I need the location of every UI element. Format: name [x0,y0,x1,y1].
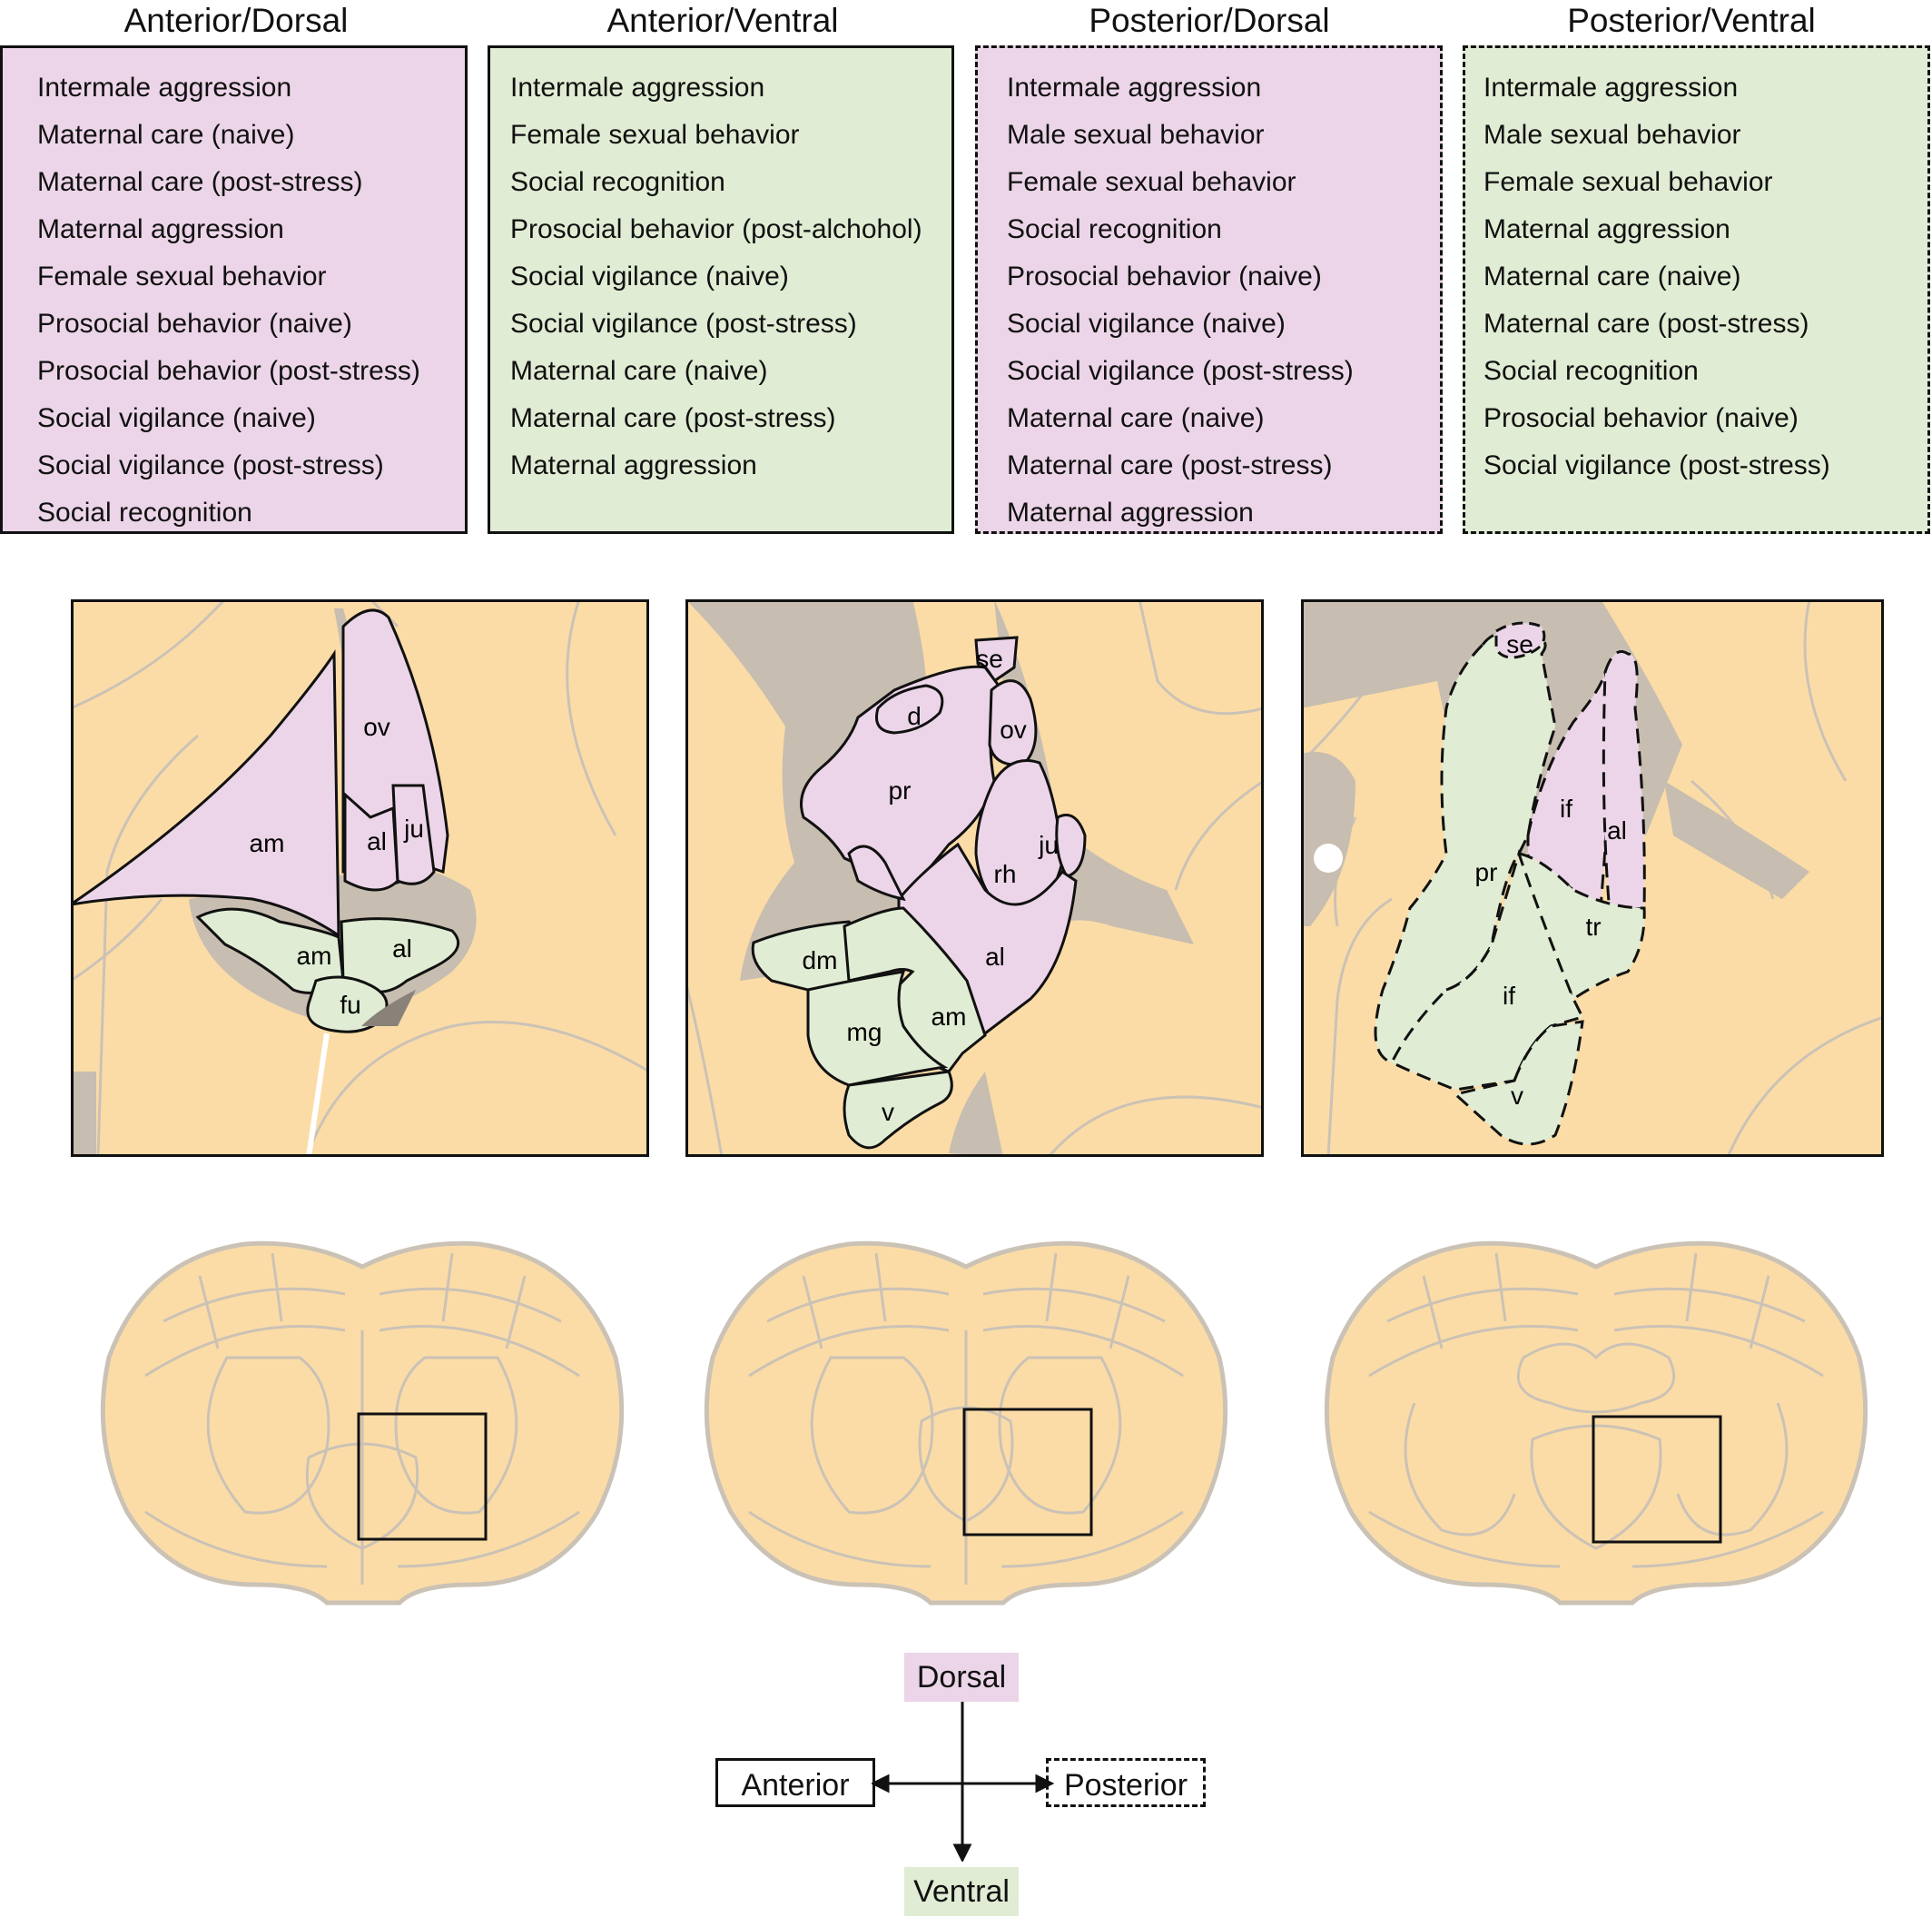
region-se [1494,621,1546,659]
list-item: Prosocial behavior (naive) [37,309,352,339]
region-label: al [1607,816,1627,845]
region-label: ju [403,815,424,843]
list-item: Social vigilance (post-stress) [1484,450,1830,480]
title-anterior-dorsal: Anterior/Dorsal [123,2,349,39]
region-v [1452,1020,1584,1146]
list-item: Social vigilance (post-stress) [510,309,857,339]
region-label: ov [363,713,390,741]
region-label: se [976,645,1003,673]
orientation-arrows [872,1680,1055,1862]
region-ju [1055,814,1087,878]
list-item: Maternal aggression [1484,214,1730,244]
region-label: v [1511,1082,1523,1110]
list-item: Social vigilance (naive) [510,262,789,292]
list-item: Maternal care (post-stress) [1484,309,1809,339]
list-posterior-dorsal: Intermale aggression Male sexual behavio… [975,45,1443,534]
list-item: Social recognition [1484,356,1699,386]
list-item: Maternal care (post-stress) [1007,450,1333,480]
title-posterior-ventral: Posterior/Ventral [1567,2,1816,39]
list-item: Female sexual behavior [510,120,800,150]
region-label: dm [803,946,838,974]
list-item: Female sexual behavior [1484,167,1773,197]
region-label: rh [994,860,1017,888]
region-ov [988,679,1038,766]
list-item: Prosocial behavior (post-alchohol) [510,214,922,244]
list-item: Female sexual behavior [37,262,327,292]
inset-box [357,1412,488,1541]
region-label: al [367,827,387,855]
list-item: Social recognition [510,167,725,197]
title-anterior-ventral: Anterior/Ventral [606,2,839,39]
brain-section-middle [704,1240,1228,1606]
list-item: Prosocial behavior (naive) [1484,403,1799,433]
list-item: Maternal care (naive) [1484,262,1741,292]
list-anterior-dorsal: Intermale aggression Maternal care (naiv… [0,45,468,534]
inset-box [962,1408,1093,1537]
region-label: v [882,1098,894,1126]
brain-section-anterior [100,1240,625,1606]
list-item: Maternal care (naive) [37,120,295,150]
list-item: Maternal aggression [510,450,757,480]
region-mg [806,970,949,1087]
list-item: Intermale aggression [1484,73,1739,103]
list-item: Social vigilance (post-stress) [37,450,384,480]
region-al [1602,650,1646,914]
region-label: pr [1475,858,1498,886]
list-item: Social vigilance (naive) [1007,309,1286,339]
list-item: Social recognition [37,498,252,528]
inset-box [1592,1415,1722,1544]
region-am-dorsal [71,649,340,938]
region-ju [391,784,436,885]
label-anterior: Anterior [715,1758,875,1807]
label-dorsal: Dorsal [904,1653,1019,1702]
list-anterior-ventral: Intermale aggression Female sexual behav… [488,45,954,534]
region-label: d [907,702,922,730]
brain-section-posterior [1324,1240,1868,1606]
list-item: Maternal care (naive) [1007,403,1265,433]
region-label: tr [1585,913,1601,941]
region-tr [1517,852,1646,1002]
region-label: if [1503,982,1515,1010]
region-label: am [932,1003,967,1031]
list-posterior-ventral: Intermale aggression Male sexual behavio… [1463,45,1930,534]
anatomy-panel-2: se d ov pr ju rh al dm mg am v [685,599,1264,1157]
region-v [843,1070,953,1150]
list-item: Male sexual behavior [1484,120,1741,150]
list-item: Maternal care (naive) [510,356,768,386]
list-item: Intermale aggression [37,73,292,103]
region-label: al [985,943,1005,971]
list-item: Social vigilance (post-stress) [1007,356,1354,386]
region-label: fu [340,991,360,1019]
region-label: pr [889,776,912,805]
region-label: al [392,934,412,963]
label-ventral: Ventral [904,1867,1019,1916]
title-posterior-dorsal: Posterior/Dorsal [1089,2,1330,39]
anatomy-panel-3: se if al pr tr if v [1301,599,1884,1157]
list-item: Intermale aggression [510,73,765,103]
label-posterior: Posterior [1046,1758,1206,1807]
region-label: mg [847,1018,882,1046]
region-label: am [297,942,332,970]
region-d [875,684,944,735]
list-item: Intermale aggression [1007,73,1262,103]
list-item: Prosocial behavior (naive) [1007,262,1322,292]
list-item: Social recognition [1007,214,1222,244]
region-label: ju [1038,831,1059,859]
list-item: Female sexual behavior [1007,167,1296,197]
anatomy-panel-1: ov al ju am am al fu [71,599,649,1157]
list-item: Prosocial behavior (post-stress) [37,356,420,386]
list-item: Maternal aggression [37,214,284,244]
region-if-ventral [1389,849,1585,1092]
region-label: if [1560,795,1572,823]
region-label: ov [1000,716,1027,744]
list-item: Maternal care (post-stress) [37,167,363,197]
region-am-ventral [195,907,345,994]
region-label: se [1506,630,1533,658]
list-item: Maternal aggression [1007,498,1254,528]
list-item: Social vigilance (naive) [37,403,316,433]
region-label: am [250,829,285,857]
list-item: Male sexual behavior [1007,120,1265,150]
list-item: Maternal care (post-stress) [510,403,836,433]
